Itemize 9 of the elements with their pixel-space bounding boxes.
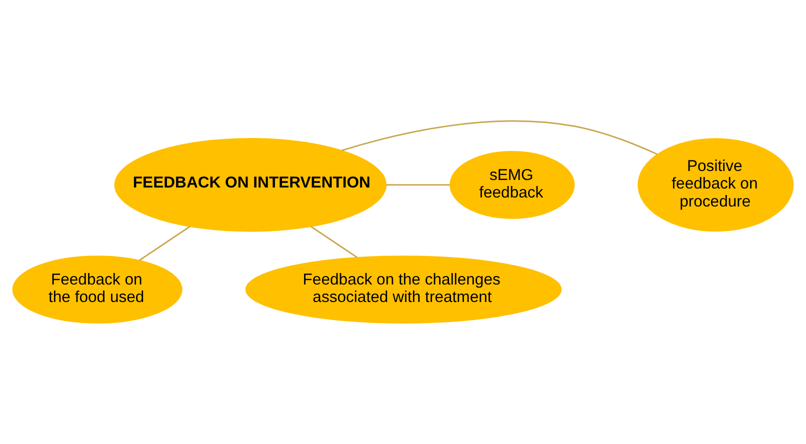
node-ellipse: sEMG feedback	[450, 150, 575, 219]
node-ellipse: Feedback on the challenges associated with treatment	[245, 256, 562, 324]
connector	[386, 184, 450, 186]
node-ellipse: Positive feedback on procedure	[638, 138, 794, 232]
connector	[310, 226, 358, 258]
connector	[139, 226, 190, 261]
node-ellipse: Feedback on the food used	[12, 256, 182, 324]
node-ellipse: FEEDBACK ON INTERVENTION	[114, 138, 387, 232]
connector	[342, 120, 658, 155]
